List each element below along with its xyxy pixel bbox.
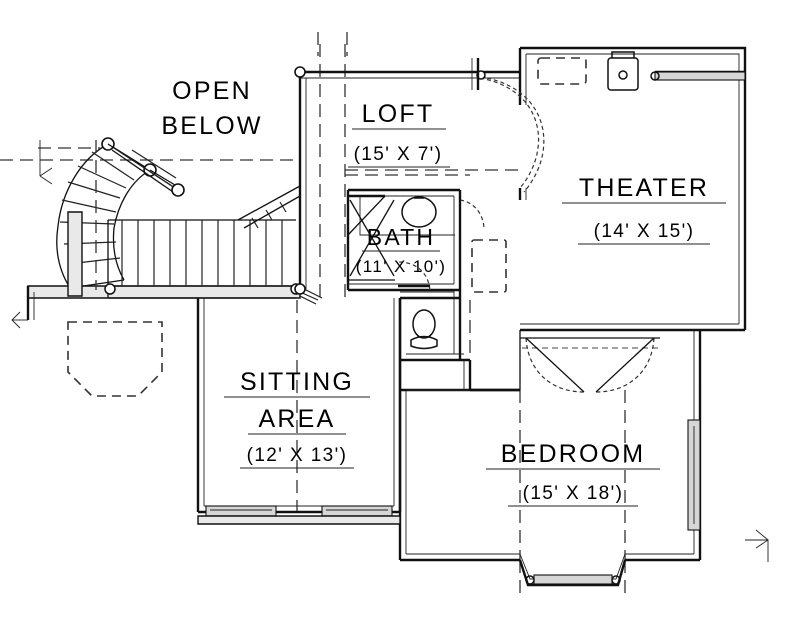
hall-closet-outline	[471, 239, 507, 293]
room-dim-sitting-area: (12' X 13')	[247, 445, 348, 466]
room-label-bedroom: BEDROOM	[501, 440, 646, 468]
theater-north-window	[650, 71, 746, 81]
bath-door	[397, 261, 431, 291]
room-label-sitting-area-line2: AREA	[259, 405, 336, 433]
room-label-theater: THEATER	[579, 174, 709, 202]
bath-shower-corner	[349, 199, 395, 277]
room-label-sitting-area-line1: SITTING	[240, 368, 354, 396]
bedroom-bay-window	[525, 574, 621, 585]
bedroom-double-doors	[525, 337, 655, 393]
room-dim-bath: (11' X 10')	[356, 257, 447, 276]
room-label-bath: BATH	[367, 224, 435, 250]
centerline-guides	[0, 32, 626, 600]
corner-ticks	[11, 311, 769, 562]
theater-closet-shelf	[537, 57, 587, 85]
room-labels: OPEN BELOW LOFT (15' X 7') THEATER (14' …	[161, 77, 726, 507]
open-below-guides	[38, 140, 100, 290]
loft-corner-hatch	[294, 66, 323, 305]
note-open-below-line1: OPEN	[172, 77, 252, 105]
bedroom-right-window	[687, 419, 701, 531]
theater-arched-opening	[476, 70, 545, 200]
room-label-loft: LOFT	[362, 100, 435, 128]
note-open-below-line2: BELOW	[161, 112, 262, 140]
bath-upper-door	[459, 196, 485, 232]
loft-north-opening	[471, 58, 480, 90]
bath-sink	[401, 196, 437, 228]
sitting-area-windows	[197, 505, 401, 525]
bath-toilet	[410, 309, 438, 350]
theater-closet-appliance	[607, 51, 639, 91]
octagonal-room-below	[67, 321, 163, 397]
room-dim-theater: (14' X 15')	[594, 221, 695, 242]
room-dim-bedroom: (15' X 18')	[523, 483, 624, 504]
room-dim-loft: (15' X 7')	[354, 144, 443, 165]
